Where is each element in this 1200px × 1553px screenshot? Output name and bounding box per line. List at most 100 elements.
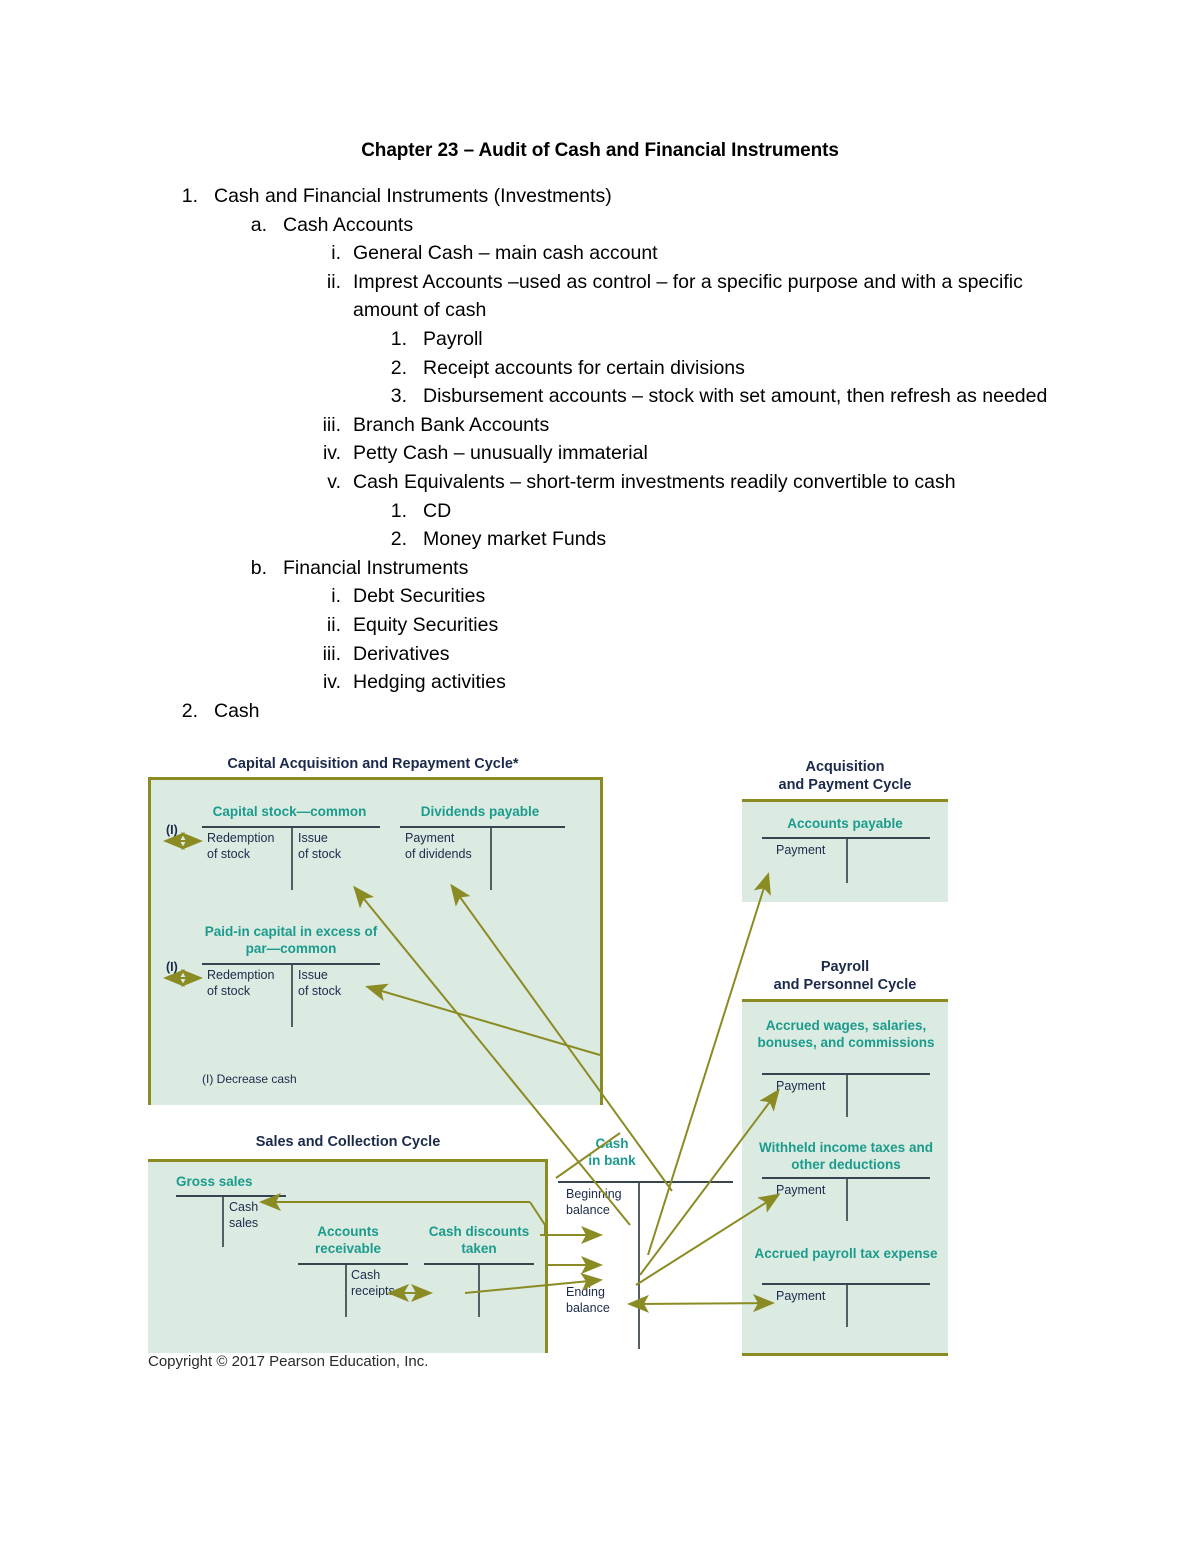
- cash-flow-diagram: Capital Acquisition and Repayment Cycle*…: [0, 755, 1200, 1395]
- account-title-accrued-wages: Accrued wages, salaries, bonuses, and co…: [757, 1018, 935, 1050]
- outline-item: iii. Derivatives: [315, 640, 1060, 669]
- account-stem: [490, 828, 492, 890]
- account-entry-ending-balance: Ending balance: [566, 1285, 610, 1315]
- account-entry-beginning-balance: Beginning balance: [566, 1187, 622, 1217]
- outline-list: 1.Cash and Financial Instruments (Invest…: [0, 182, 1060, 725]
- outline-marker: 1.: [181, 185, 198, 207]
- decrease-cash-flag: (I): [166, 823, 178, 837]
- outline-item: 2. Money market Funds: [385, 525, 1060, 554]
- outline-text: General Cash – main cash account: [353, 242, 658, 265]
- outline-text: Derivatives: [353, 642, 450, 665]
- acquisition-cycle-box: [742, 799, 948, 902]
- outline-text: Equity Securities: [353, 613, 499, 636]
- outline-text: Hedging activities: [353, 671, 506, 694]
- account-entry-credit: Issue of stock: [298, 968, 342, 998]
- outline-marker: a.: [250, 213, 267, 236]
- account-title-cash-in-bank: Cash in bank: [588, 1136, 636, 1168]
- outline-marker: iv.: [322, 442, 341, 465]
- outline-text: Imprest Accounts –used as control – for …: [353, 270, 1023, 322]
- decrease-cash-legend: (I) Decrease cash: [202, 1072, 297, 1086]
- account-rule: [298, 1263, 408, 1265]
- outline-item: 2. Cash: [176, 697, 1060, 726]
- outline-text: Cash Accounts: [283, 213, 414, 236]
- account-rule: [400, 826, 565, 828]
- outline-text: Payroll: [423, 327, 483, 350]
- outline-item: ii. Equity Securities: [315, 611, 1060, 640]
- outline-marker: iii.: [322, 413, 341, 436]
- account-rule: [762, 837, 930, 839]
- outline-marker: 1.: [390, 327, 407, 350]
- account-entry-debit: Payment: [776, 1079, 826, 1093]
- outline-item: 1.CD: [385, 497, 1060, 526]
- account-title-dividends-payable: Dividends payable: [420, 804, 540, 819]
- outline-item: 3. Disbursement accounts – stock with set…: [385, 382, 1060, 411]
- outline-text: Receipt accounts for certain divisions: [423, 356, 745, 379]
- outline-item: b. Financial Instruments: [245, 554, 1060, 583]
- outline-item: ii.Imprest Accounts –used as control – f…: [315, 268, 1060, 325]
- outline-marker: 1.: [390, 499, 407, 522]
- account-stem: [846, 839, 848, 883]
- outline-item: i. Debt Securities: [315, 582, 1060, 611]
- account-entry-debit: Payment of dividends: [405, 831, 472, 861]
- account-rule: [424, 1263, 534, 1265]
- outline-text: Disbursement accounts – stock with set a…: [423, 385, 1048, 408]
- outline-marker: iv.: [322, 671, 341, 694]
- outline-item: v. Cash Equivalents – short-term investme…: [315, 468, 1060, 497]
- outline-marker: iii.: [322, 642, 341, 665]
- account-entry-credit: Issue of stock: [298, 831, 342, 861]
- outline-text: Financial Instruments: [283, 556, 469, 579]
- account-rule: [762, 1073, 930, 1075]
- outline-item: 1. Payroll: [385, 325, 1060, 354]
- outline-text: Debt Securities: [353, 585, 486, 608]
- outline-marker: 2.: [390, 356, 407, 379]
- outline-text: Money market Funds: [423, 528, 607, 551]
- decrease-cash-flag: (I): [166, 960, 178, 974]
- outline-text: Branch Bank Accounts: [353, 413, 550, 436]
- account-title-accounts-receivable: Accounts receivable: [314, 1224, 382, 1256]
- account-stem: [846, 1075, 848, 1117]
- account-title-cash-discounts-taken: Cash discounts taken: [428, 1224, 530, 1256]
- account-stem: [291, 965, 293, 1027]
- account-stem: [846, 1179, 848, 1221]
- outline-marker: 2.: [181, 699, 198, 722]
- account-entry-debit: Payment: [776, 1289, 826, 1303]
- account-entry-debit: Redemption of stock: [207, 831, 275, 861]
- account-title-capital-stock: Capital stock—common: [212, 804, 367, 819]
- capital-cycle-title: Capital Acquisition and Repayment Cycle*: [227, 756, 519, 772]
- copyright-notice: Copyright © 2017 Pearson Education, Inc.: [148, 1353, 429, 1370]
- outline-item: 2. Receipt accounts for certain divisions: [385, 354, 1060, 383]
- account-entry-debit: Redemption of stock: [207, 968, 275, 998]
- account-title-accrued-payroll-tax: Accrued payroll tax expense: [754, 1246, 938, 1261]
- outline-marker: i.: [331, 585, 341, 608]
- acquisition-cycle-title: Acquisition and Payment Cycle: [778, 759, 912, 793]
- outline-text: Cash: [214, 699, 260, 722]
- account-rule: [202, 826, 380, 828]
- outline-text: Cash Equivalents – short-term investment…: [353, 470, 956, 493]
- account-title-gross-sales: Gross sales: [176, 1174, 253, 1189]
- account-title-accounts-payable: Accounts payable: [787, 816, 903, 831]
- sales-cycle-title: Sales and Collection Cycle: [255, 1134, 441, 1150]
- account-entry-credit: Cash receipts: [351, 1268, 395, 1298]
- account-title-withheld-taxes: Withheld income taxes and other deductio…: [759, 1140, 933, 1172]
- outline-item: 1.Cash and Financial Instruments (Invest…: [176, 182, 1060, 211]
- outline-marker: i.: [331, 242, 341, 265]
- page-title: Chapter 23 – Audit of Cash and Financial…: [361, 140, 839, 161]
- account-entry-debit: Payment: [776, 1183, 826, 1197]
- outline-marker: 3.: [390, 385, 407, 408]
- outline-marker: v.: [327, 470, 341, 493]
- outline-item: i. General Cash – main cash account: [315, 239, 1060, 268]
- outline-item: iv.Petty Cash – unusually immaterial: [315, 439, 1060, 468]
- account-entry-credit: Cash sales: [229, 1200, 259, 1230]
- account-title-paid-in-capital: Paid-in capital in excess of par—common: [204, 924, 378, 956]
- outline-item: iii. Branch Bank Accounts: [315, 411, 1060, 440]
- outline-marker: b.: [250, 556, 267, 579]
- account-rule: [202, 963, 380, 965]
- account-stem: [478, 1265, 480, 1317]
- account-entry-debit: Payment: [776, 843, 826, 857]
- account-stem: [222, 1197, 224, 1247]
- outline-marker: ii.: [326, 613, 341, 636]
- outline-marker: 2.: [390, 528, 407, 551]
- account-stem: [846, 1285, 848, 1327]
- account-rule: [762, 1177, 930, 1179]
- account-stem: [345, 1265, 347, 1317]
